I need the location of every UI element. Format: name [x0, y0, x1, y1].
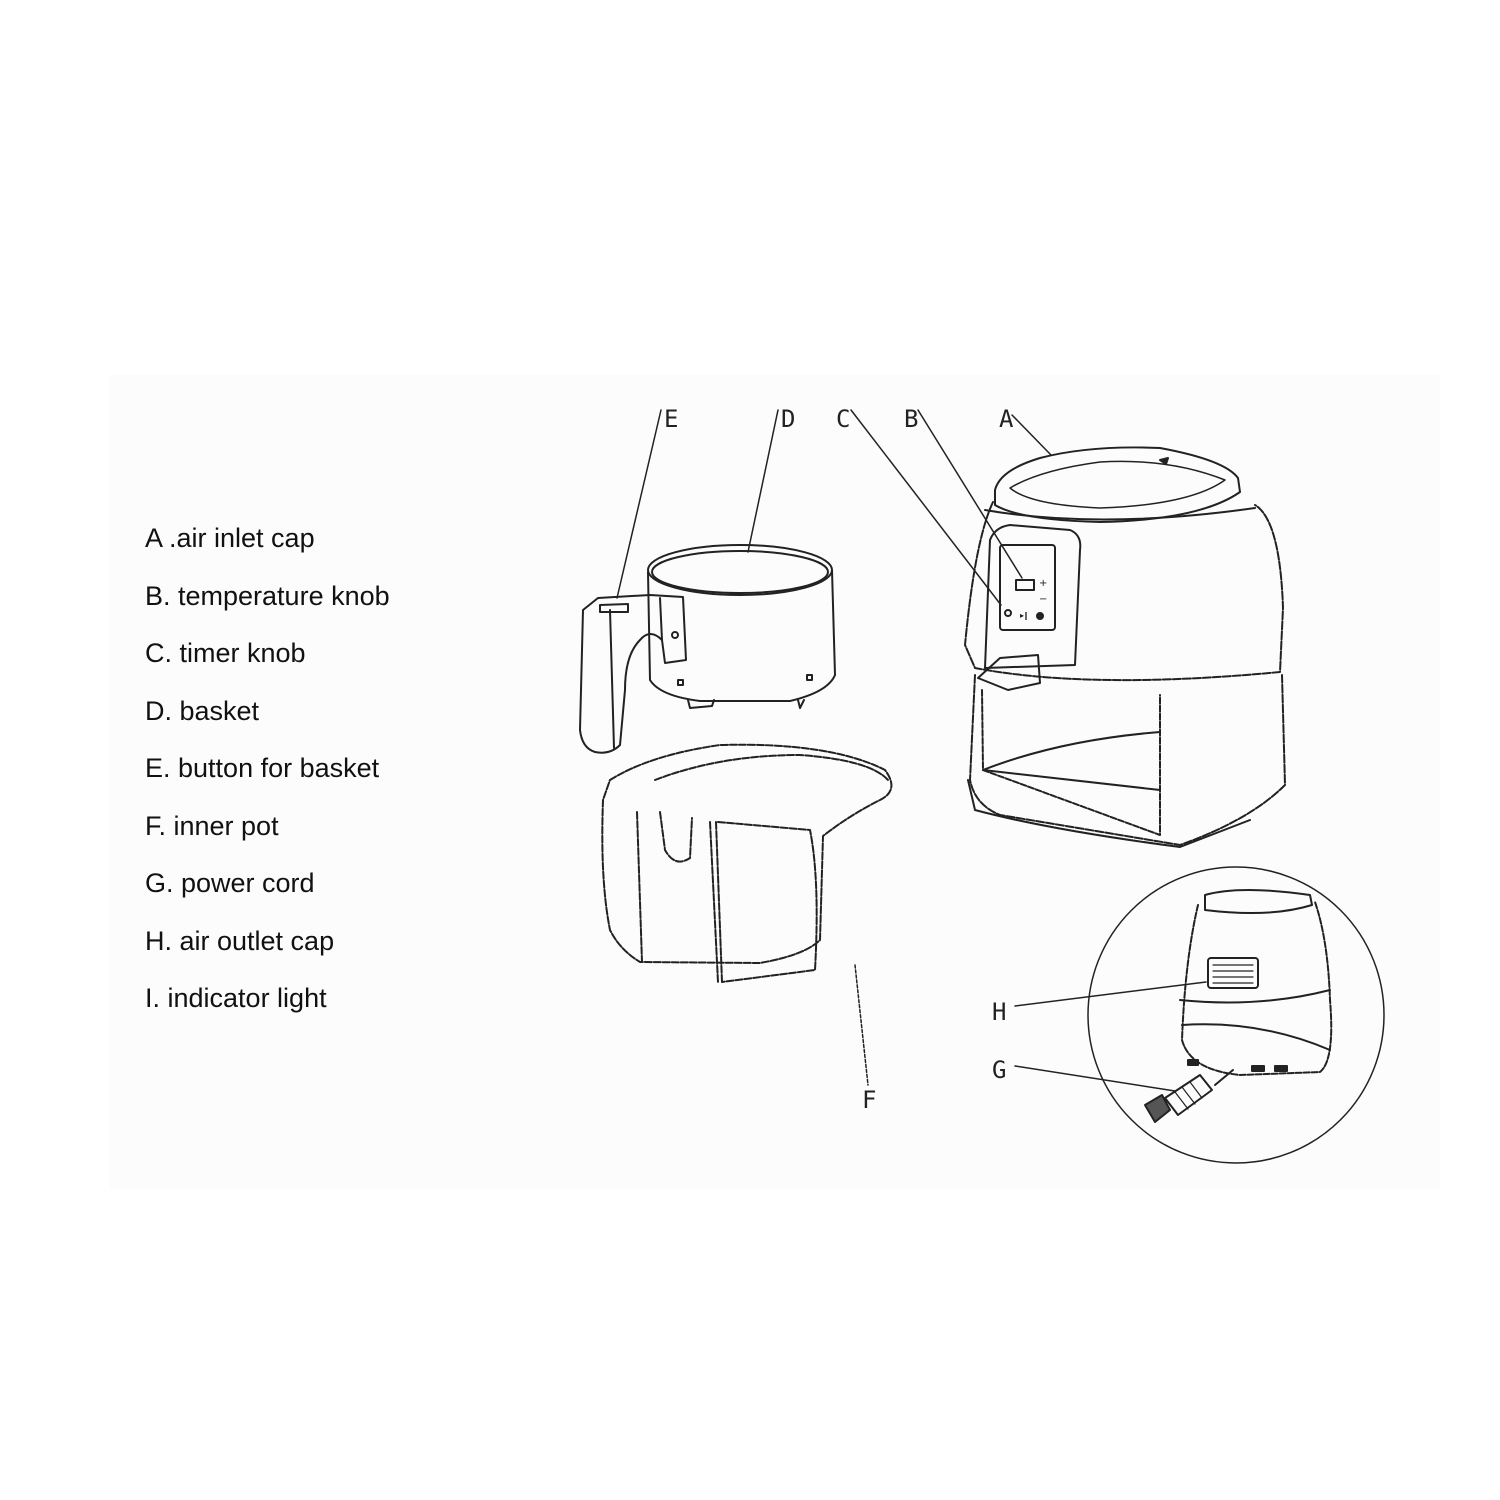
lid-mark	[1159, 457, 1169, 465]
callout-c: C	[836, 405, 850, 433]
leader-e	[616, 409, 662, 599]
leader-a	[1011, 414, 1052, 456]
leader-h	[1014, 981, 1207, 1007]
basket-vent	[677, 679, 684, 686]
power-button-icon	[1004, 609, 1012, 617]
basket-foot	[797, 699, 805, 709]
fan-icon	[1036, 612, 1044, 620]
parts-legend: A .air inlet cap B. temperature knob C. …	[145, 510, 390, 1028]
leader-d	[747, 409, 779, 553]
callout-f: F	[862, 1086, 876, 1114]
legend-item-i: I. indicator light	[145, 983, 327, 1013]
play-pause-icon: ▸‖	[1020, 611, 1028, 620]
legend-item-d: D. basket	[145, 695, 260, 726]
control-panel-face	[999, 544, 1056, 631]
basket-release-button	[599, 603, 629, 613]
display-screen	[1015, 579, 1035, 591]
basket-drawing	[579, 544, 836, 754]
leader-lines	[616, 409, 1207, 1092]
basket-foot	[687, 699, 715, 709]
inner-pot-handle-slot	[659, 811, 693, 863]
basket-handle	[579, 594, 687, 754]
basket-vent	[806, 674, 813, 681]
callout-h: H	[992, 998, 1006, 1026]
leader-b	[917, 409, 1023, 579]
leader-g	[1014, 1065, 1176, 1092]
power-plug	[1144, 1094, 1171, 1123]
leader-f	[854, 964, 869, 1086]
rear-top-cap	[1204, 889, 1313, 915]
callout-labels: E D C B A F H G	[664, 405, 1014, 1114]
outlet-grille	[1212, 964, 1254, 984]
legend-item-h: H. air outlet cap	[145, 925, 335, 956]
plus-icon: +	[1039, 578, 1047, 589]
scanned-page-area	[110, 375, 1440, 1190]
inner-pot-drawing	[601, 743, 893, 983]
legend-item-b: B. temperature knob	[145, 580, 390, 611]
legend-item-f: F. inner pot	[145, 810, 279, 841]
air-fryer-body-drawing: + − ▸‖	[964, 446, 1286, 848]
minus-icon: −	[1039, 594, 1047, 605]
base-vents	[1187, 1059, 1288, 1072]
power-cord-strain-relief	[1164, 1074, 1213, 1116]
leader-c	[850, 409, 1002, 606]
callout-e: E	[664, 405, 678, 433]
legend-item-a: A .air inlet cap	[145, 523, 315, 553]
legend-item-g: G. power cord	[145, 868, 315, 898]
power-cord-wire	[1214, 1069, 1234, 1086]
callout-a: A	[999, 405, 1014, 433]
rear-view-detail	[1087, 866, 1385, 1164]
callout-g: G	[992, 1056, 1006, 1084]
legend-item-e: E. button for basket	[145, 753, 380, 783]
callout-d: D	[781, 405, 795, 433]
callout-b: B	[904, 405, 918, 433]
control-panel-frame	[984, 524, 1082, 669]
air-inlet-cap	[994, 446, 1241, 523]
legend-item-c: C. timer knob	[145, 638, 306, 668]
air-outlet-cap	[1207, 957, 1259, 989]
body-handle-stub	[977, 654, 1041, 691]
